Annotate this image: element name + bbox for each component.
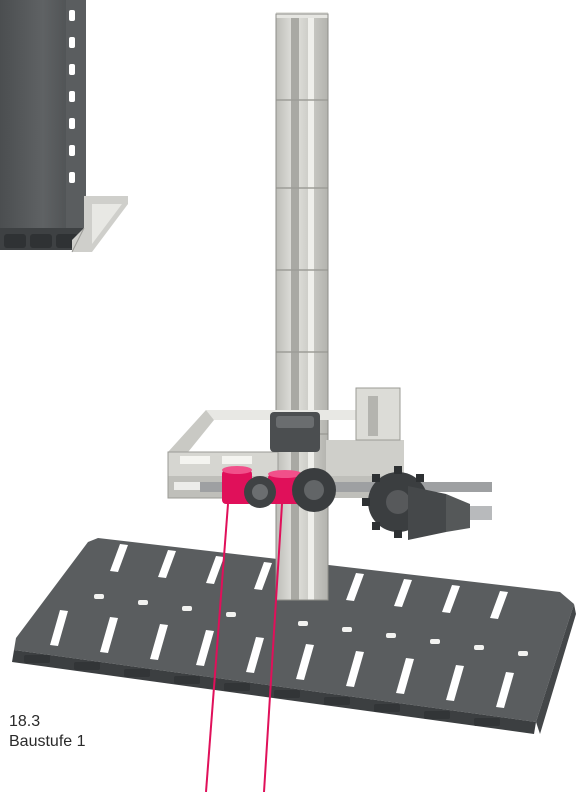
vertical-column	[275, 12, 329, 601]
dark-building-plate-corner	[0, 0, 128, 253]
dark-clamp-block	[270, 412, 320, 452]
axle-assembly	[200, 466, 492, 540]
red-strings	[205, 503, 283, 792]
figure-number: 18.3	[9, 713, 41, 730]
dark-base-plate	[12, 538, 576, 734]
step-label: Baustufe 1	[9, 733, 86, 750]
figure-caption: 18.3 Baustufe 1	[9, 712, 86, 752]
